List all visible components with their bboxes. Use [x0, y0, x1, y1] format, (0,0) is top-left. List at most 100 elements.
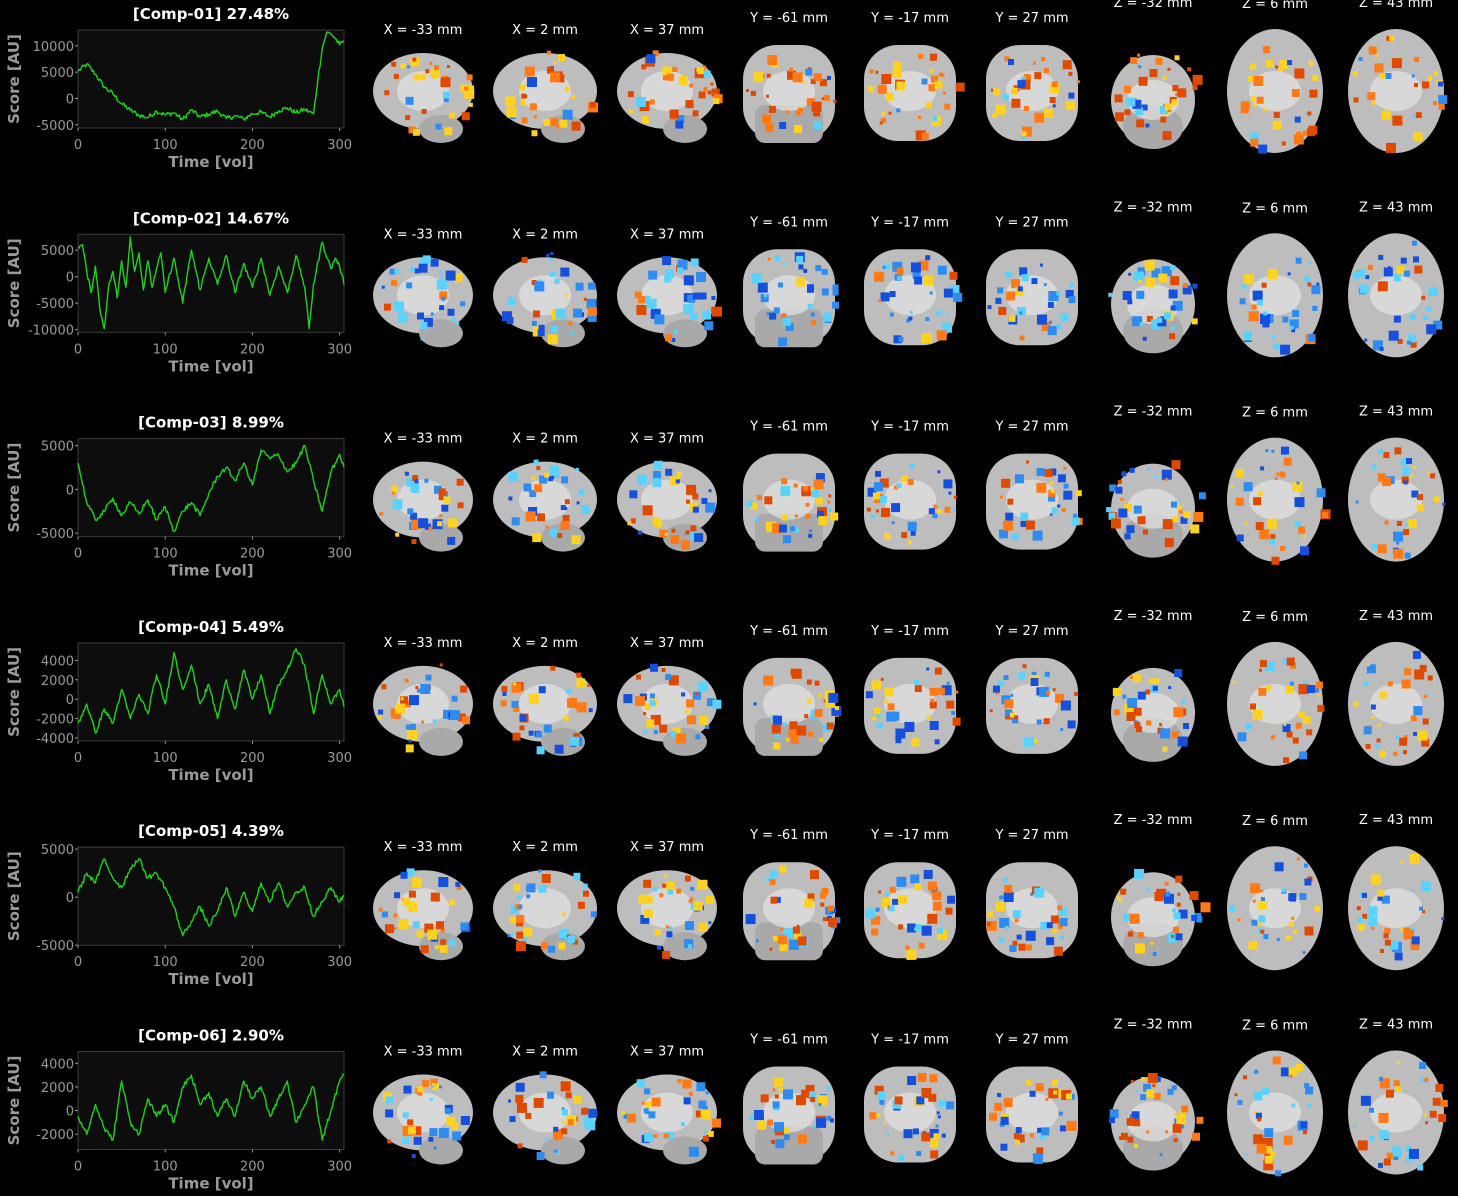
activation-voxel — [1192, 283, 1198, 289]
activation-voxel — [751, 273, 762, 283]
activation-voxel — [807, 303, 813, 309]
white-matter — [763, 683, 815, 724]
activation-voxel — [826, 1115, 832, 1121]
activation-voxel — [1245, 723, 1252, 730]
activation-voxel — [828, 692, 839, 703]
activation-voxel — [1413, 57, 1419, 62]
y-tick-label: 0 — [66, 1105, 74, 1120]
activation-voxel — [634, 291, 642, 299]
activation-voxel — [1191, 914, 1198, 921]
activation-voxel — [1190, 524, 1200, 534]
activation-voxel — [1138, 76, 1148, 86]
y-tick-label: -5000 — [36, 297, 74, 312]
activation-voxel — [643, 712, 647, 716]
activation-voxel — [1167, 933, 1177, 943]
activation-voxel — [796, 725, 807, 736]
activation-voxel — [1237, 918, 1241, 922]
y-axis-label: Score [AU] — [5, 851, 23, 941]
activation-voxel — [400, 871, 408, 879]
activation-voxel — [998, 307, 1007, 315]
activation-voxel — [1176, 1115, 1186, 1125]
activation-voxel — [1170, 276, 1180, 286]
activation-voxel — [700, 1109, 711, 1120]
activation-voxel — [558, 942, 566, 950]
activation-voxel — [1402, 467, 1411, 476]
activation-voxel — [1290, 895, 1296, 902]
activation-voxel — [1167, 67, 1171, 71]
activation-voxel — [412, 57, 417, 62]
activation-voxel — [1393, 531, 1404, 542]
white-matter — [397, 683, 449, 724]
activation-voxel — [1389, 940, 1399, 950]
activation-voxel — [1138, 279, 1142, 283]
activation-voxel — [703, 87, 708, 91]
activation-voxel — [1178, 509, 1183, 514]
activation-voxel — [1427, 675, 1433, 681]
activation-voxel — [770, 896, 778, 904]
activation-voxel — [930, 1139, 939, 1148]
activation-voxel — [886, 1133, 890, 1136]
activation-voxel — [1249, 132, 1259, 142]
activation-voxel — [798, 107, 803, 113]
activation-voxel — [537, 329, 545, 337]
activation-voxel — [646, 54, 656, 64]
activation-voxel — [788, 729, 797, 738]
activation-voxel — [688, 944, 692, 949]
activation-voxel — [1435, 1083, 1444, 1092]
activation-voxel — [378, 709, 384, 715]
activation-voxel — [561, 476, 569, 484]
slice-label: Y = -61 mm — [749, 11, 828, 26]
activation-voxel — [746, 89, 749, 92]
activation-voxel — [1187, 67, 1192, 72]
activation-voxel — [1109, 1109, 1119, 1119]
activation-voxel — [1294, 521, 1301, 527]
brain-slice: Y = -61 mm — [743, 624, 842, 756]
activation-voxel — [1146, 887, 1150, 891]
activation-voxel — [677, 259, 688, 270]
activation-voxel — [1007, 498, 1014, 505]
activation-voxel — [1243, 331, 1252, 341]
activation-voxel — [1014, 918, 1019, 923]
activation-voxel — [1386, 1152, 1393, 1159]
activation-voxel — [1400, 928, 1404, 932]
slice-label: Y = -17 mm — [870, 828, 949, 843]
activation-voxel — [447, 308, 455, 316]
slice-label: Y = -17 mm — [870, 11, 949, 26]
activation-voxel — [1133, 1119, 1141, 1127]
activation-voxel — [1147, 467, 1151, 471]
brain-slice: Z = 43 mm — [1348, 405, 1446, 562]
activation-voxel — [538, 884, 547, 893]
activation-voxel — [1012, 940, 1018, 946]
activation-voxel — [1285, 685, 1294, 694]
activation-voxel — [1411, 490, 1419, 498]
activation-voxel — [621, 1110, 626, 1115]
activation-voxel — [1287, 60, 1293, 66]
activation-voxel — [883, 1121, 887, 1124]
activation-voxel — [707, 90, 712, 95]
activation-voxel — [1171, 934, 1175, 938]
activation-voxel — [1133, 271, 1144, 282]
activation-voxel — [638, 530, 643, 535]
activation-voxel — [448, 899, 455, 906]
activation-voxel — [904, 721, 915, 732]
activation-voxel — [1378, 254, 1384, 260]
activation-voxel — [523, 483, 532, 492]
activation-voxel — [1379, 1076, 1384, 1081]
activation-voxel — [896, 81, 906, 91]
activation-voxel — [637, 474, 647, 485]
slice-label: Z = -32 mm — [1114, 0, 1193, 11]
activation-voxel — [933, 1133, 940, 1140]
activation-voxel — [892, 68, 902, 78]
y-tick-label: 0 — [66, 483, 74, 498]
activation-voxel — [1358, 57, 1363, 61]
activation-voxel — [665, 334, 672, 342]
activation-voxel — [1263, 934, 1269, 939]
cerebellum — [419, 727, 463, 756]
activation-voxel — [1173, 912, 1181, 920]
activation-voxel — [1377, 281, 1388, 292]
y-tick-label: -5000 — [36, 527, 74, 542]
activation-voxel — [1058, 907, 1067, 916]
activation-voxel — [400, 696, 409, 705]
activation-voxel — [676, 888, 682, 894]
white-matter — [519, 888, 571, 929]
